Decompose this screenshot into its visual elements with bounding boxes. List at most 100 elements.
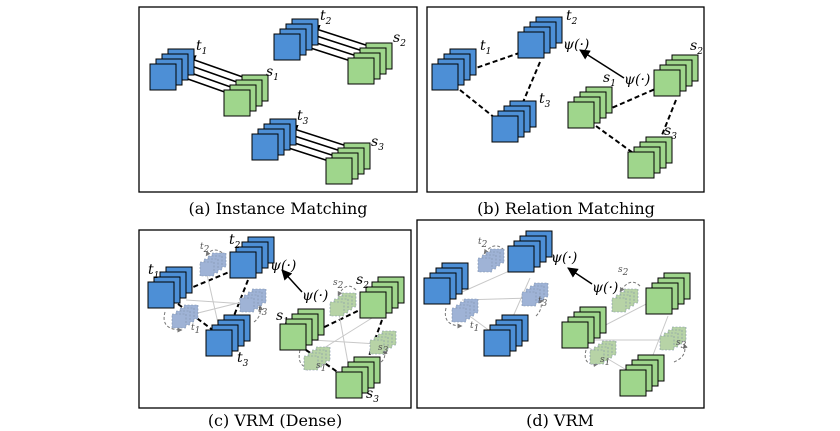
b-psi-arrow xyxy=(579,49,625,79)
d-teacher-stack-3 xyxy=(483,314,529,357)
label-d-psi-student: ψ(·) xyxy=(592,280,618,296)
d-student-ghost-3 xyxy=(659,326,687,351)
label-c-s3-tilde: s3 xyxy=(378,343,389,356)
b-teacher-edge-23 xyxy=(517,61,541,115)
c-thin-4 xyxy=(311,339,379,345)
c-teacher-stack-2 xyxy=(229,236,275,279)
c-student-ghost-1-layer xyxy=(303,355,319,371)
panel-d-frame xyxy=(416,219,705,409)
d-teacher-stack-3-layer xyxy=(483,329,511,357)
c-student-stack-2-layer xyxy=(359,291,387,319)
label-a-t1: t1 xyxy=(196,38,207,57)
a-student-stack-3-layer xyxy=(325,157,353,185)
c-curl-s1 xyxy=(298,349,313,371)
b-teacher-stack-2-layer xyxy=(517,31,545,59)
c-psi-arrow xyxy=(281,269,303,293)
c-student-ghost-2 xyxy=(329,292,357,317)
caption-b: (b) Relation Matching xyxy=(477,199,655,218)
c-teacher-ghost-3-layer xyxy=(239,297,255,313)
d-curl-s2 xyxy=(619,281,641,293)
c-teacher-edge-12 xyxy=(185,269,235,291)
caption-a: (a) Instance Matching xyxy=(188,199,367,218)
d-teacher-ghost-1 xyxy=(451,298,479,323)
label-b-t2: t2 xyxy=(566,8,578,27)
a-teacher-stack-3 xyxy=(251,118,297,161)
label-b-t3: t3 xyxy=(539,91,551,110)
label-b-t1: t1 xyxy=(480,38,491,57)
d-curl-t2 xyxy=(483,245,505,255)
b-student-stack-1 xyxy=(567,86,613,129)
stacks-layer xyxy=(147,16,699,399)
label-c-s1-tilde: s1 xyxy=(316,361,326,374)
a-student-stack-2-layer xyxy=(347,57,375,85)
caption-d: (d) VRM xyxy=(526,411,594,430)
c-student-stack-1 xyxy=(279,308,325,351)
panel-b-frame xyxy=(426,6,705,193)
label-c-t2-tilde: t2 xyxy=(200,242,210,255)
b-student-stack-2 xyxy=(653,54,699,97)
d-curl-t1 xyxy=(444,307,463,329)
b-student-stack-2-layer xyxy=(653,69,681,97)
d-student-stack-2-layer xyxy=(645,287,673,315)
panel-c-frame xyxy=(138,229,412,409)
c-student-stack-1-layer xyxy=(279,323,307,351)
c-curl-t3 xyxy=(253,305,264,323)
d-teacher-ghost-2 xyxy=(477,248,505,273)
label-d-t3-tilde: t3 xyxy=(538,296,548,309)
c-teacher-stack-1-layer xyxy=(147,281,175,309)
d-teacher-ghost-3-layer xyxy=(521,291,537,307)
label-d-psi-teacher: ψ(·) xyxy=(551,250,577,266)
d-teacher-ghost-3 xyxy=(521,282,549,307)
label-c-s3: s3 xyxy=(366,386,379,405)
label-a-s2: s2 xyxy=(393,30,406,49)
b-teacher-stack-1 xyxy=(431,48,477,91)
b-student-stack-3-layer xyxy=(627,151,655,179)
a-student-stack-2 xyxy=(347,42,393,85)
a-teacher-stack-3-layer xyxy=(251,133,279,161)
c-curl-s2 xyxy=(337,285,357,297)
d-student-stack-3-layer xyxy=(619,369,647,397)
d-teacher-ghost-2-layer xyxy=(477,257,493,273)
label-b-s2: s2 xyxy=(690,38,703,57)
label-b-psi-student: ψ(·) xyxy=(624,72,650,88)
label-c-t1: t1 xyxy=(148,262,159,281)
label-c-psi-student: ψ(·) xyxy=(302,288,328,304)
c-teacher-ghost-1 xyxy=(171,304,199,329)
d-student-stack-3 xyxy=(619,354,665,397)
d-student-ghost-2 xyxy=(611,288,639,313)
label-b-s1: s1 xyxy=(603,70,616,89)
c-teacher-stack-1 xyxy=(147,266,193,309)
c-teacher-stack-3 xyxy=(205,314,251,357)
a-student-stack-1-layer xyxy=(223,89,251,117)
c-teacher-ghost-1-layer xyxy=(171,313,187,329)
d-student-stack-2 xyxy=(645,272,691,315)
label-a-t3: t3 xyxy=(297,108,309,127)
c-teacher-ghost-2 xyxy=(199,252,227,277)
label-c-t3-tilde: t3 xyxy=(258,305,268,318)
d-teacher-stack-1-layer xyxy=(423,277,451,305)
d-psi-arrow xyxy=(567,267,593,285)
label-c-psi-teacher: ψ(·) xyxy=(270,258,296,274)
b-student-edge-13 xyxy=(595,125,641,159)
label-c-s2-tilde: s2 xyxy=(333,278,344,291)
d-student-ghost-3-layer xyxy=(659,335,675,351)
d-thin-1 xyxy=(461,267,517,293)
label-a-s1: s1 xyxy=(266,64,279,83)
d-teacher-stack-1 xyxy=(423,262,469,305)
c-teacher-stack-2-layer xyxy=(229,251,257,279)
d-teacher-ghost-1-layer xyxy=(451,307,467,323)
label-c-t1-tilde: t1 xyxy=(191,323,200,336)
b-teacher-stack-3-layer xyxy=(491,115,519,143)
label-a-t2: t2 xyxy=(320,8,332,27)
caption-c: (c) VRM (Dense) xyxy=(208,411,342,430)
label-d-s1-tilde: s1 xyxy=(600,355,610,368)
label-b-s3: s3 xyxy=(664,123,677,142)
label-d-t2-tilde: t2 xyxy=(478,237,488,250)
b-teacher-stack-1-layer xyxy=(431,63,459,91)
d-curl-s3 xyxy=(673,343,688,363)
label-c-t3: t3 xyxy=(237,350,249,369)
b-teacher-stack-2 xyxy=(517,16,563,59)
c-student-stack-3-layer xyxy=(335,371,363,399)
d-teacher-stack-2-layer xyxy=(507,245,535,273)
b-student-stack-3 xyxy=(627,136,673,179)
